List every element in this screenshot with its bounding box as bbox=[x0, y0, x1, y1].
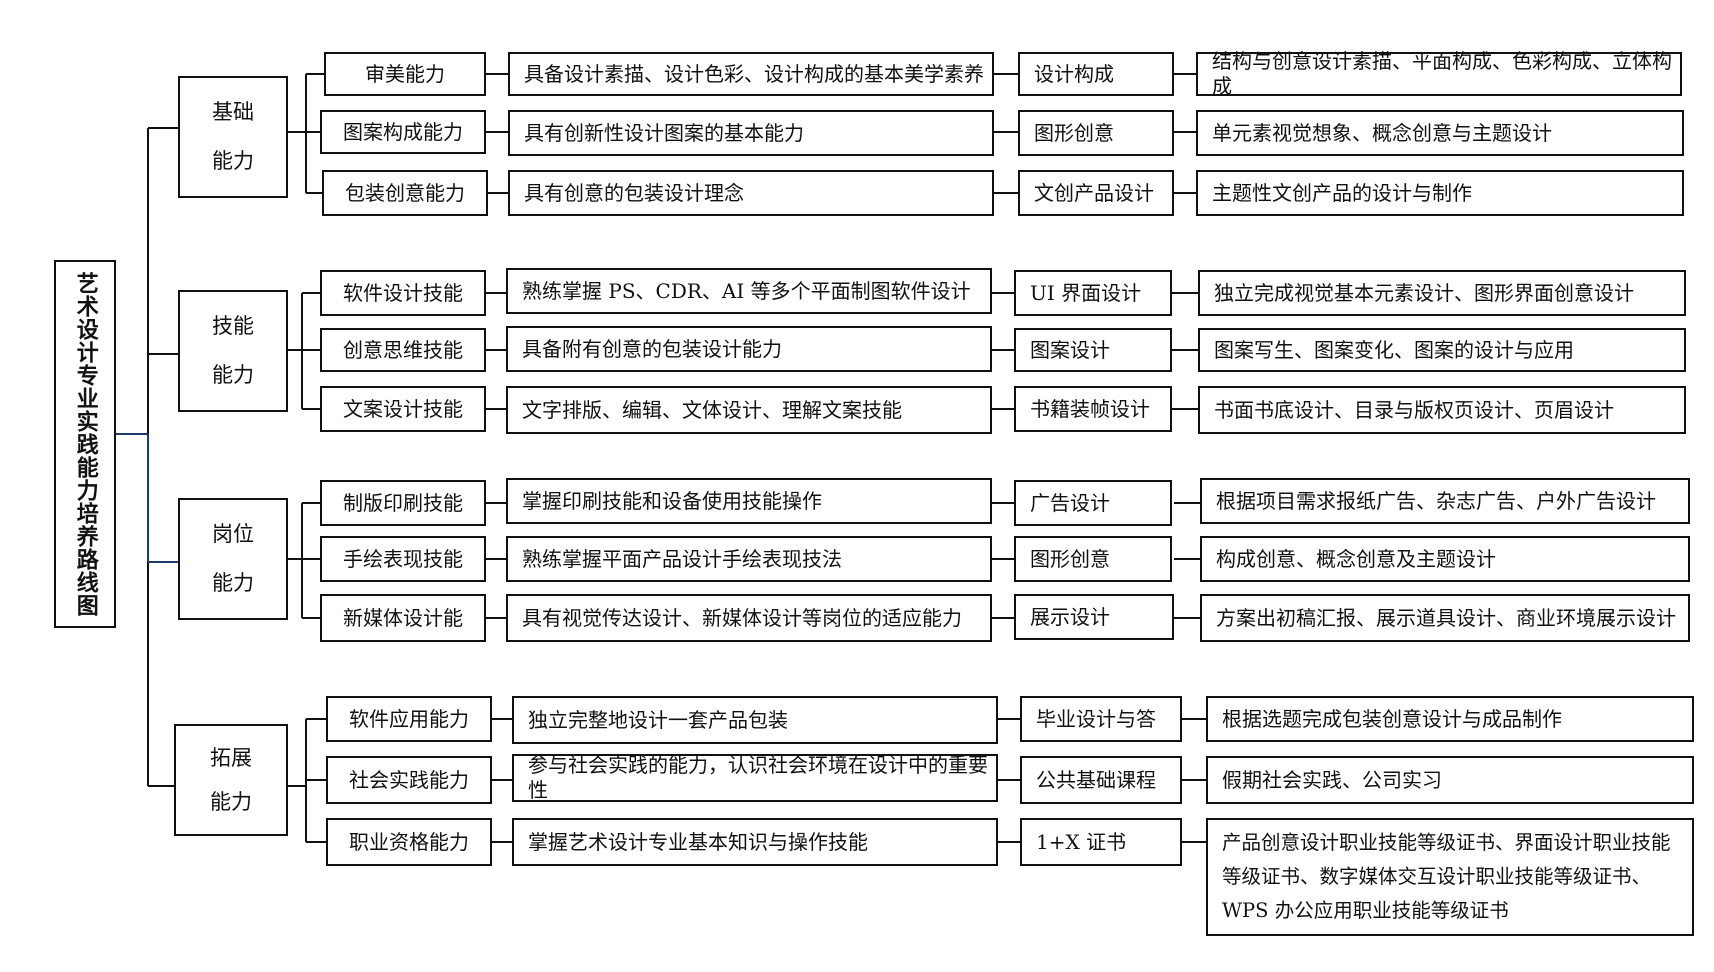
course-box: 广告设计 bbox=[1014, 480, 1172, 526]
detail-box: 独立完成视觉基本元素设计、图形界面创意设计 bbox=[1198, 270, 1686, 316]
ability-box: 手绘表现技能 bbox=[320, 536, 486, 582]
category-box-skill: 技能 能力 bbox=[178, 290, 288, 412]
course-box: 图案设计 bbox=[1014, 328, 1172, 372]
category-label-line2: 能力 bbox=[210, 789, 252, 814]
detail-box: 主题性文创产品的设计与制作 bbox=[1196, 170, 1684, 216]
category-label-line2: 能力 bbox=[212, 363, 254, 388]
category-label-line2: 能力 bbox=[212, 571, 254, 596]
course-box: 书籍装帧设计 bbox=[1014, 386, 1172, 432]
ability-box: 创意思维技能 bbox=[320, 328, 486, 372]
root-title-box: 艺术设计专业实践能力培养路线图 bbox=[54, 260, 116, 628]
description-box: 掌握印刷技能和设备使用技能操作 bbox=[506, 478, 992, 524]
description-box: 具有创新性设计图案的基本能力 bbox=[508, 110, 994, 156]
ability-box: 社会实践能力 bbox=[326, 756, 492, 804]
course-box: 图形创意 bbox=[1018, 110, 1174, 156]
description-box: 掌握艺术设计专业基本知识与操作技能 bbox=[512, 818, 998, 866]
ability-box: 文案设计技能 bbox=[320, 386, 486, 432]
course-box: 展示设计 bbox=[1014, 594, 1174, 640]
ability-box: 图案构成能力 bbox=[320, 110, 486, 154]
detail-box: 方案出初稿汇报、展示道具设计、商业环境展示设计 bbox=[1200, 594, 1690, 642]
category-label-line2: 能力 bbox=[212, 149, 254, 174]
detail-box: 产品创意设计职业技能等级证书、界面设计职业技能等级证书、数字媒体交互设计职业技能… bbox=[1206, 818, 1694, 936]
category-label-line1: 基础 bbox=[212, 100, 254, 125]
description-box: 具有视觉传达设计、新媒体设计等岗位的适应能力 bbox=[506, 594, 992, 642]
description-box: 独立完整地设计一套产品包装 bbox=[512, 696, 998, 744]
course-box: 毕业设计与答 bbox=[1020, 696, 1182, 742]
ability-box: 软件应用能力 bbox=[326, 696, 492, 742]
description-box: 熟练掌握平面产品设计手绘表现技法 bbox=[506, 536, 992, 582]
detail-box: 假期社会实践、公司实习 bbox=[1206, 756, 1694, 804]
detail-box: 单元素视觉想象、概念创意与主题设计 bbox=[1196, 110, 1684, 156]
category-label-line1: 技能 bbox=[212, 314, 254, 339]
course-box: 设计构成 bbox=[1018, 52, 1174, 96]
ability-box: 新媒体设计能 bbox=[320, 594, 486, 642]
detail-box: 结构与创意设计素描、平面构成、色彩构成、立体构成 bbox=[1196, 49, 1682, 98]
course-box: 公共基础课程 bbox=[1020, 756, 1182, 804]
course-box: UI 界面设计 bbox=[1014, 270, 1172, 316]
detail-box: 根据项目需求报纸广告、杂志广告、户外广告设计 bbox=[1200, 478, 1690, 524]
description-box: 熟练掌握 PS、CDR、AI 等多个平面制图软件设计 bbox=[506, 268, 992, 314]
course-box: 文创产品设计 bbox=[1018, 170, 1174, 216]
description-box: 具备设计素描、设计色彩、设计构成的基本美学素养 bbox=[508, 52, 994, 96]
category-label-line1: 拓展 bbox=[210, 745, 252, 770]
description-box: 参与社会实践的能力，认识社会环境在设计中的重要性 bbox=[512, 753, 998, 802]
detail-box: 根据选题完成包装创意设计与成品制作 bbox=[1206, 696, 1694, 742]
detail-box: 图案写生、图案变化、图案的设计与应用 bbox=[1198, 328, 1686, 372]
category-box-post: 岗位 能力 bbox=[178, 498, 288, 620]
description-box: 具备附有创意的包装设计能力 bbox=[506, 326, 992, 372]
detail-box: 构成创意、概念创意及主题设计 bbox=[1200, 536, 1690, 582]
description-box: 具有创意的包装设计理念 bbox=[508, 170, 994, 216]
ability-box: 制版印刷技能 bbox=[320, 480, 486, 526]
ability-box: 职业资格能力 bbox=[326, 818, 492, 866]
ability-box: 审美能力 bbox=[324, 52, 486, 96]
category-box-extend: 拓展 能力 bbox=[174, 724, 288, 836]
ability-box: 包装创意能力 bbox=[322, 170, 488, 216]
category-box-basic: 基础 能力 bbox=[178, 76, 288, 198]
description-box: 文字排版、编辑、文体设计、理解文案技能 bbox=[506, 386, 992, 434]
detail-box: 书面书底设计、目录与版权页设计、页眉设计 bbox=[1198, 386, 1686, 434]
ability-box: 软件设计技能 bbox=[320, 270, 486, 316]
course-box: 图形创意 bbox=[1014, 536, 1172, 582]
category-label-line1: 岗位 bbox=[212, 522, 254, 547]
course-box: 1+X 证书 bbox=[1020, 818, 1182, 866]
